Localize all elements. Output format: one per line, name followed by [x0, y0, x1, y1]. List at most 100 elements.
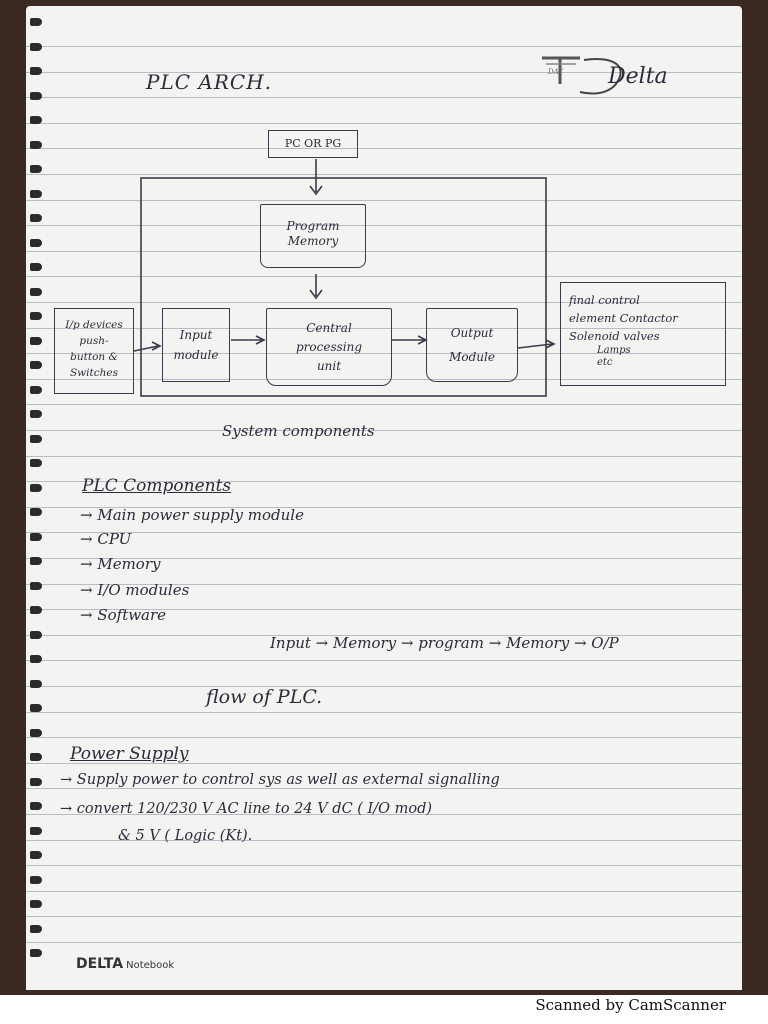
spiral-hole [30, 67, 42, 75]
spiral-hole [30, 631, 42, 639]
logo-badge: DAY [548, 68, 564, 76]
ruled-line [26, 865, 742, 866]
component-item-memory: → Memory [80, 555, 161, 573]
final-control-label: final control element Contactor Solenoid… [569, 293, 678, 368]
spiral-hole [30, 361, 42, 369]
spiral-hole [30, 582, 42, 590]
ruled-line [26, 174, 742, 175]
arrow-input-to-cpu [231, 335, 266, 345]
spiral-binding [26, 18, 48, 978]
arrow-pc-to-memory [309, 159, 323, 196]
ruled-line [26, 686, 742, 687]
final-control-box: final control element Contactor Solenoid… [560, 282, 726, 386]
ruled-line [26, 942, 742, 943]
arrow-memory-to-cpu [309, 274, 323, 300]
component-item-software: → Software [80, 606, 167, 624]
ruled-line [26, 788, 742, 789]
input-devices-box: I/p devices push- button & Switches [54, 308, 134, 394]
output-module-box: Output Module [426, 308, 518, 382]
spiral-hole [30, 876, 42, 884]
ruled-line [26, 507, 742, 508]
flow-heading: flow of PLC. [206, 686, 323, 708]
ruled-line [26, 737, 742, 738]
spiral-hole [30, 851, 42, 859]
ruled-line [26, 660, 742, 661]
spiral-hole [30, 288, 42, 296]
spiral-hole [30, 900, 42, 908]
spiral-hole [30, 92, 42, 100]
ruled-line [26, 200, 742, 201]
power-supply-heading: Power Supply [70, 744, 189, 764]
spiral-hole [30, 337, 42, 345]
spiral-hole [30, 557, 42, 565]
component-item-power: → Main power supply module [80, 506, 304, 524]
spiral-hole [30, 778, 42, 786]
logo-text: Delta [608, 64, 668, 89]
diagram-caption: System components [222, 422, 375, 440]
architecture-diagram [133, 159, 556, 397]
spiral-hole [30, 704, 42, 712]
ruled-line [26, 430, 742, 431]
page-title: PLC ARCH. [146, 70, 273, 94]
camscanner-watermark: Scanned by CamScanner [535, 996, 726, 1014]
ruled-line [26, 712, 742, 713]
system-boundary [140, 177, 547, 397]
ruled-line [26, 72, 742, 73]
spiral-hole [30, 18, 42, 26]
spiral-hole [30, 43, 42, 51]
cpu-label: Central processing unit [295, 321, 363, 373]
spiral-hole [30, 533, 42, 541]
ruled-line [26, 532, 742, 533]
arrow-devices-to-input [133, 341, 162, 352]
spiral-hole [30, 655, 42, 663]
spiral-hole [30, 753, 42, 761]
power-supply-line-1: → Supply power to control sys as well as… [60, 772, 500, 788]
program-memory-box: Program Memory [260, 204, 366, 268]
arrow-cpu-to-output [392, 335, 428, 345]
spiral-hole [30, 386, 42, 394]
ruled-line [26, 840, 742, 841]
ruled-line [26, 404, 742, 405]
spiral-hole [30, 239, 42, 247]
cpu-box: Central processing unit [266, 308, 392, 386]
component-item-cpu: → CPU [80, 530, 132, 548]
ruled-line [26, 456, 742, 457]
spiral-hole [30, 606, 42, 614]
spiral-hole [30, 802, 42, 810]
input-module-box: Input module [162, 308, 230, 382]
ruled-line [26, 481, 742, 482]
pc-or-pg-label: PC OR PG [284, 137, 342, 150]
spiral-hole [30, 410, 42, 418]
ruled-line [26, 148, 742, 149]
spiral-hole [30, 925, 42, 933]
input-devices-label: I/p devices push- button & Switches [65, 319, 123, 379]
notebook-page: PLC ARCH. DAY Delta PC OR PG Program Mem… [26, 6, 742, 990]
spiral-hole [30, 680, 42, 688]
spiral-hole [30, 141, 42, 149]
delta-logo: DAY Delta [540, 54, 690, 102]
spiral-hole [30, 312, 42, 320]
power-supply-line-2: → convert 120/230 V AC line to 24 V dC (… [60, 801, 433, 817]
power-supply-line-3: & 5 V ( Logic (Kt). [118, 828, 253, 844]
spiral-hole [30, 190, 42, 198]
spiral-hole [30, 827, 42, 835]
program-memory-label: Program Memory [286, 219, 340, 248]
ruled-line [26, 558, 742, 559]
spiral-hole [30, 484, 42, 492]
ruled-line [26, 251, 742, 252]
arrow-output-to-field [517, 339, 556, 349]
ruled-line [26, 123, 742, 124]
ruled-line [26, 97, 742, 98]
spiral-hole [30, 214, 42, 222]
ruled-line [26, 916, 742, 917]
spiral-hole [30, 508, 42, 516]
spiral-hole [30, 116, 42, 124]
ruled-line [26, 891, 742, 892]
ruled-line [26, 353, 742, 354]
ruled-line [26, 763, 742, 764]
flow-line: Input → Memory → program → Memory → O/P [270, 634, 619, 652]
ruled-line [26, 584, 742, 585]
spiral-hole [30, 729, 42, 737]
output-module-label: Output Module [449, 326, 495, 364]
ruled-line [26, 635, 742, 636]
